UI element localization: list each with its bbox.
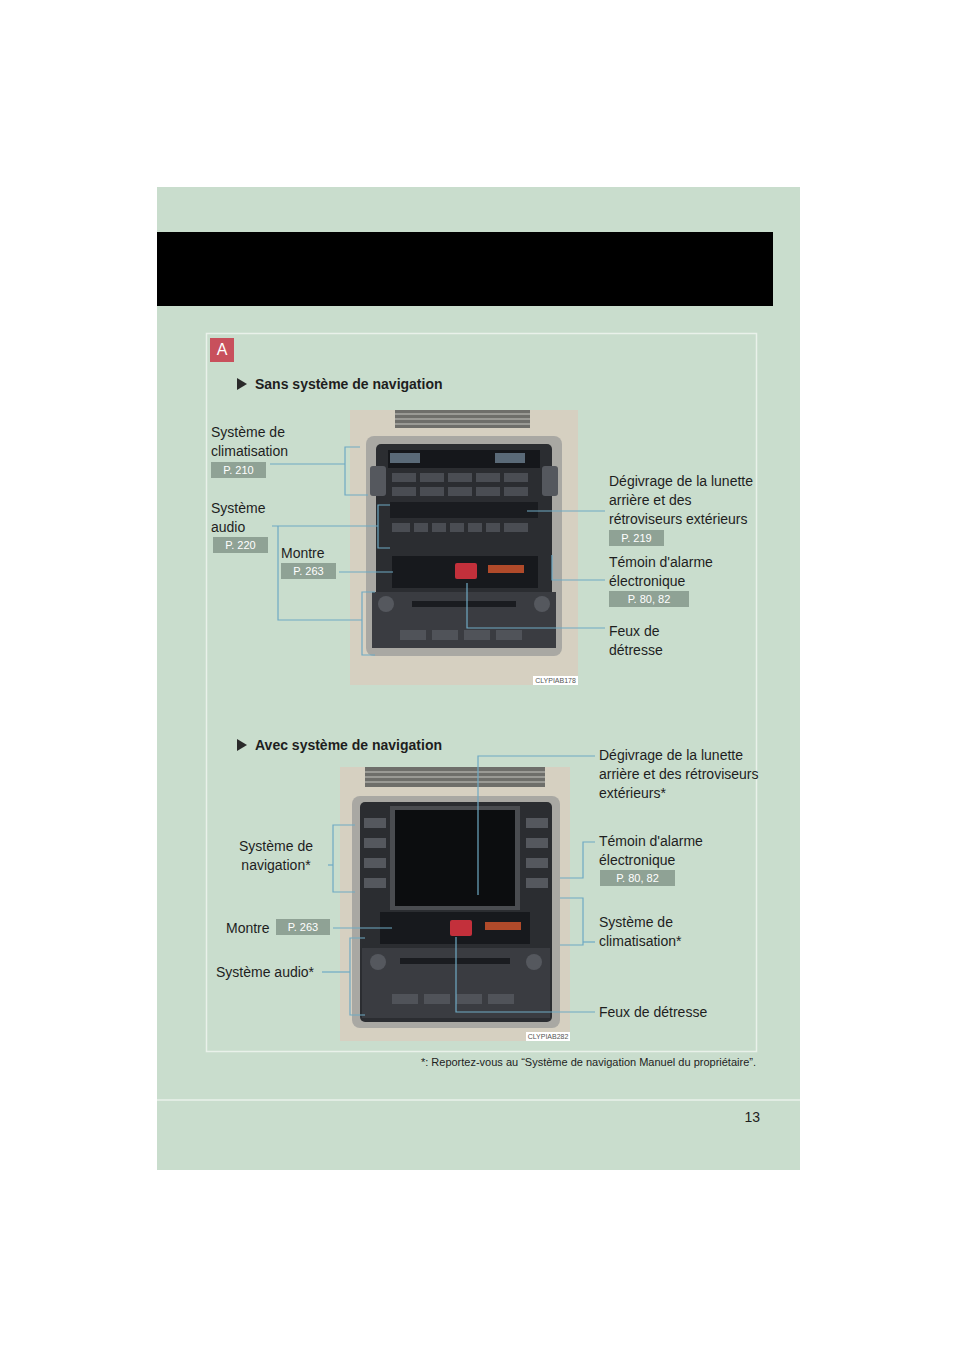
bullet-triangle — [237, 739, 247, 751]
page-ref-pill: P. 219 — [609, 530, 664, 546]
footnote: *: Reportez-vous au “Système de navigati… — [346, 1055, 756, 1070]
page-reference: P. 219 — [621, 532, 651, 544]
section-heading: Avec système de navigation — [255, 736, 515, 755]
page-ref-pill: P. 220 — [213, 537, 268, 553]
callout-label: Système audio — [211, 499, 281, 537]
page-ref-pill: P. 80, 82 — [600, 870, 675, 886]
leader-line — [270, 447, 605, 1015]
page-reference: P. 210 — [223, 464, 253, 476]
callout-label: Feux de détresse — [599, 1003, 749, 1022]
callout-label: Système de climatisation* — [599, 913, 709, 951]
callout-label: Montre — [281, 544, 351, 563]
console-photo — [350, 410, 578, 685]
footer-rule — [157, 1099, 800, 1101]
page-reference: P. 263 — [293, 565, 323, 577]
callout-label: Feux de détresse — [609, 622, 709, 660]
callout-label: Témoin d'alarme électronique — [599, 832, 719, 870]
bullet-triangle — [237, 378, 247, 390]
section-badge: A — [210, 338, 234, 362]
section-frame — [207, 334, 757, 1052]
page-reference: P. 80, 82 — [616, 872, 659, 884]
page-ref-pill: P. 263 — [276, 919, 330, 935]
console-photo — [340, 767, 570, 1041]
page-ref-pill: P. 80, 82 — [609, 591, 689, 607]
image-code: CLYPIAB178 — [533, 676, 578, 685]
page-reference: P. 220 — [225, 539, 255, 551]
image-code: CLYPIAB282 — [526, 1032, 570, 1041]
page-reference: P. 263 — [288, 921, 318, 933]
page-ref-pill: P. 263 — [281, 563, 336, 579]
section-heading: Sans système de navigation — [255, 375, 515, 394]
callout-label: Dégivrage de la lunette arrière et des r… — [609, 472, 767, 529]
callout-label: Dégivrage de la lunette arrière et des r… — [599, 746, 759, 803]
header-bar — [157, 232, 773, 306]
page-number: 13 — [730, 1108, 760, 1127]
callout-label: Système audio* — [216, 963, 326, 982]
page-ref-pill: P. 210 — [211, 462, 266, 478]
callout-label: Témoin d'alarme électronique — [609, 553, 729, 591]
page-reference: P. 80, 82 — [628, 593, 671, 605]
badge-letter: A — [217, 341, 228, 359]
callout-label: Système de navigation* — [228, 837, 324, 875]
callout-label: Système de climatisation — [211, 423, 311, 461]
page-panel — [157, 187, 800, 1170]
callout-label: Montre — [226, 919, 278, 938]
